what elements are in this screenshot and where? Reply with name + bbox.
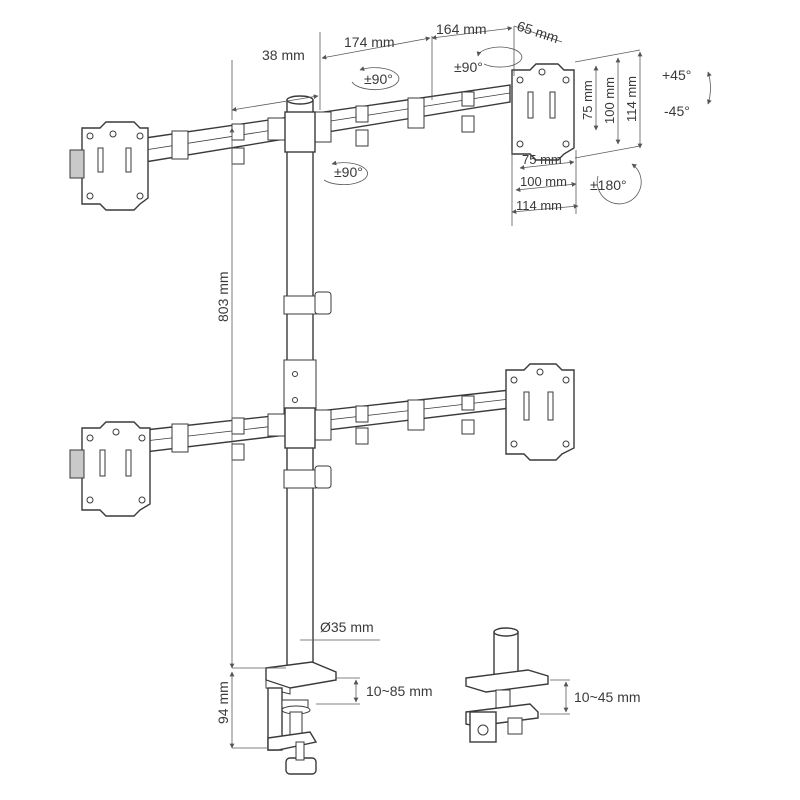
dim-174mm: 174 mm — [344, 34, 395, 50]
vesa-plate-lower-left — [69, 421, 151, 517]
swivel-label-3: ±90° — [334, 164, 363, 180]
vesa-v114: 114 mm — [624, 76, 639, 122]
vesa-plate-upper-left — [69, 121, 149, 211]
vesa-plate-lower-right — [505, 363, 575, 461]
vesa-v75: 75 mm — [580, 80, 595, 120]
dim-38mm: 38 mm — [262, 47, 305, 63]
vesa-plate-upper-right — [511, 63, 575, 161]
dim-164mm: 164 mm — [436, 21, 487, 37]
vertical-pole — [283, 95, 332, 676]
swivel-label-1: ±90° — [364, 71, 393, 87]
tilt-down-label: -45° — [664, 103, 690, 119]
vesa-h114: 114 mm — [516, 198, 562, 213]
dim-94mm: 94 mm — [215, 681, 231, 724]
desk-clamp — [265, 661, 337, 775]
vesa-h75: 75 mm — [522, 152, 562, 167]
rotation-arrows — [323, 46, 712, 205]
dim-grommet-range: 10~45 mm — [574, 689, 641, 705]
swivel-label-2: ±90° — [454, 59, 483, 75]
dim-803mm: 803 mm — [215, 271, 231, 322]
dimension-lines — [229, 25, 643, 749]
tilt-up-label: +45° — [662, 67, 691, 83]
lower-arm — [144, 389, 511, 461]
vesa-v100: 100 mm — [602, 77, 617, 124]
vesa-h100: 100 mm — [520, 174, 567, 189]
dim-clamp-range: 10~85 mm — [366, 683, 433, 699]
dim-65mm: 65 mm — [515, 18, 561, 46]
grommet-mount — [465, 627, 549, 743]
dim-pole-diameter: Ø35 mm — [320, 619, 374, 635]
rotate-label: ±180° — [590, 177, 627, 193]
upper-arm — [144, 84, 511, 165]
